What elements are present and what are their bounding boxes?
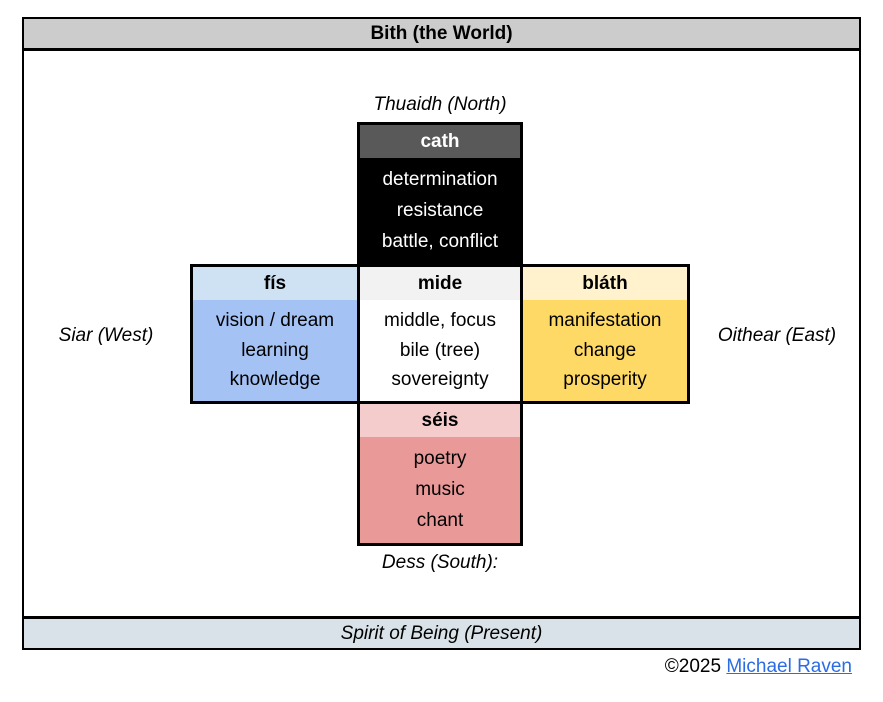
north-cell: cath determination resistance battle, co… xyxy=(357,122,523,264)
east-keyword: change xyxy=(573,339,637,361)
west-keyword: learning xyxy=(241,339,309,361)
west-cell-title: fís xyxy=(193,267,357,300)
diagram-area: Thuaidh (North) Siar (West) Oithear (Eas… xyxy=(24,51,859,616)
south-cell-body: poetry music chant xyxy=(360,437,520,543)
east-direction-label: Oithear (East) xyxy=(717,325,837,346)
center-keyword: sovereignty xyxy=(391,369,489,391)
bith-frame: Bith (the World) Thuaidh (North) Siar (W… xyxy=(22,17,861,650)
north-keyword: battle, conflict xyxy=(381,231,499,253)
center-cell-title: mide xyxy=(360,267,520,300)
west-cell: fís vision / dream learning knowledge xyxy=(190,264,357,404)
east-cell-body: manifestation change prosperity xyxy=(523,300,687,401)
west-keyword: vision / dream xyxy=(215,309,335,331)
directions-cross: cath determination resistance battle, co… xyxy=(190,122,690,546)
center-keyword: middle, focus xyxy=(384,309,496,331)
north-keyword: resistance xyxy=(396,200,484,222)
copyright: ©2025 Michael Raven xyxy=(665,656,852,678)
author-link[interactable]: Michael Raven xyxy=(726,656,852,677)
south-cell: séis poetry music chant xyxy=(357,404,523,546)
north-cell-body: determination resistance battle, conflic… xyxy=(360,158,520,264)
footer-bar: Spirit of Being (Present) xyxy=(24,616,859,648)
east-keyword: prosperity xyxy=(563,369,647,391)
east-keyword: manifestation xyxy=(548,309,662,331)
page-title: Bith (the World) xyxy=(370,22,513,44)
south-keyword: poetry xyxy=(413,448,467,470)
south-direction-label: Dess (South): xyxy=(381,552,499,573)
copyright-text: ©2025 xyxy=(664,656,727,677)
center-cell-body: middle, focus bile (tree) sovereignty xyxy=(360,300,520,401)
south-keyword: chant xyxy=(416,510,464,532)
east-cell-title: bláth xyxy=(523,267,687,300)
footer-bar-label: Spirit of Being (Present) xyxy=(340,622,543,644)
center-cell: mide middle, focus bile (tree) sovereign… xyxy=(357,264,523,404)
west-keyword: knowledge xyxy=(229,369,321,391)
west-cell-body: vision / dream learning knowledge xyxy=(193,300,357,401)
east-cell: bláth manifestation change prosperity xyxy=(523,264,690,404)
west-direction-label: Siar (West) xyxy=(58,325,154,346)
north-direction-label: Thuaidh (North) xyxy=(373,94,507,115)
south-cell-title: séis xyxy=(360,404,520,437)
center-keyword: bile (tree) xyxy=(399,339,481,361)
north-keyword: determination xyxy=(382,169,498,191)
north-cell-title: cath xyxy=(360,125,520,158)
title-bar: Bith (the World) xyxy=(24,19,859,51)
south-keyword: music xyxy=(415,479,465,501)
